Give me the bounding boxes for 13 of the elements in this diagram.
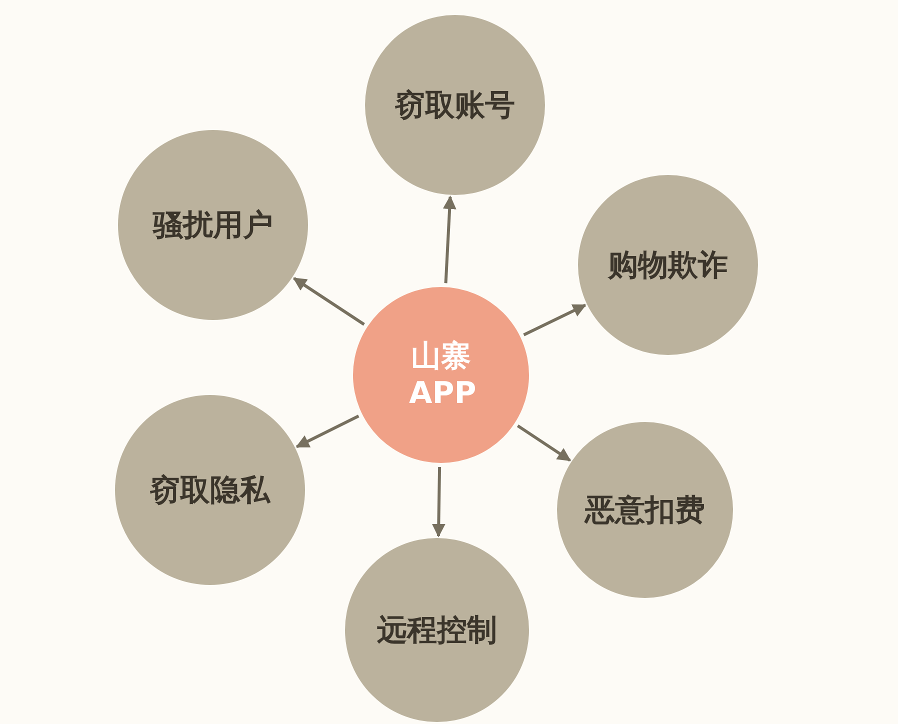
arrow [432, 466, 446, 538]
arrow [516, 424, 572, 462]
circle-label: 山寨APP [409, 338, 473, 412]
arrow [292, 277, 365, 326]
circle-label: 窃取账号 [394, 86, 516, 124]
circle-label: 骚扰用户 [152, 206, 274, 244]
circle-label: 远程控制 [376, 612, 498, 650]
circle-label: 恶意扣费 [583, 492, 706, 530]
arrow [296, 414, 360, 448]
circle-label: 购物欺诈 [606, 246, 729, 284]
arrow [442, 196, 456, 284]
circle-label: 窃取隐私 [149, 472, 272, 510]
arrow [523, 304, 586, 336]
